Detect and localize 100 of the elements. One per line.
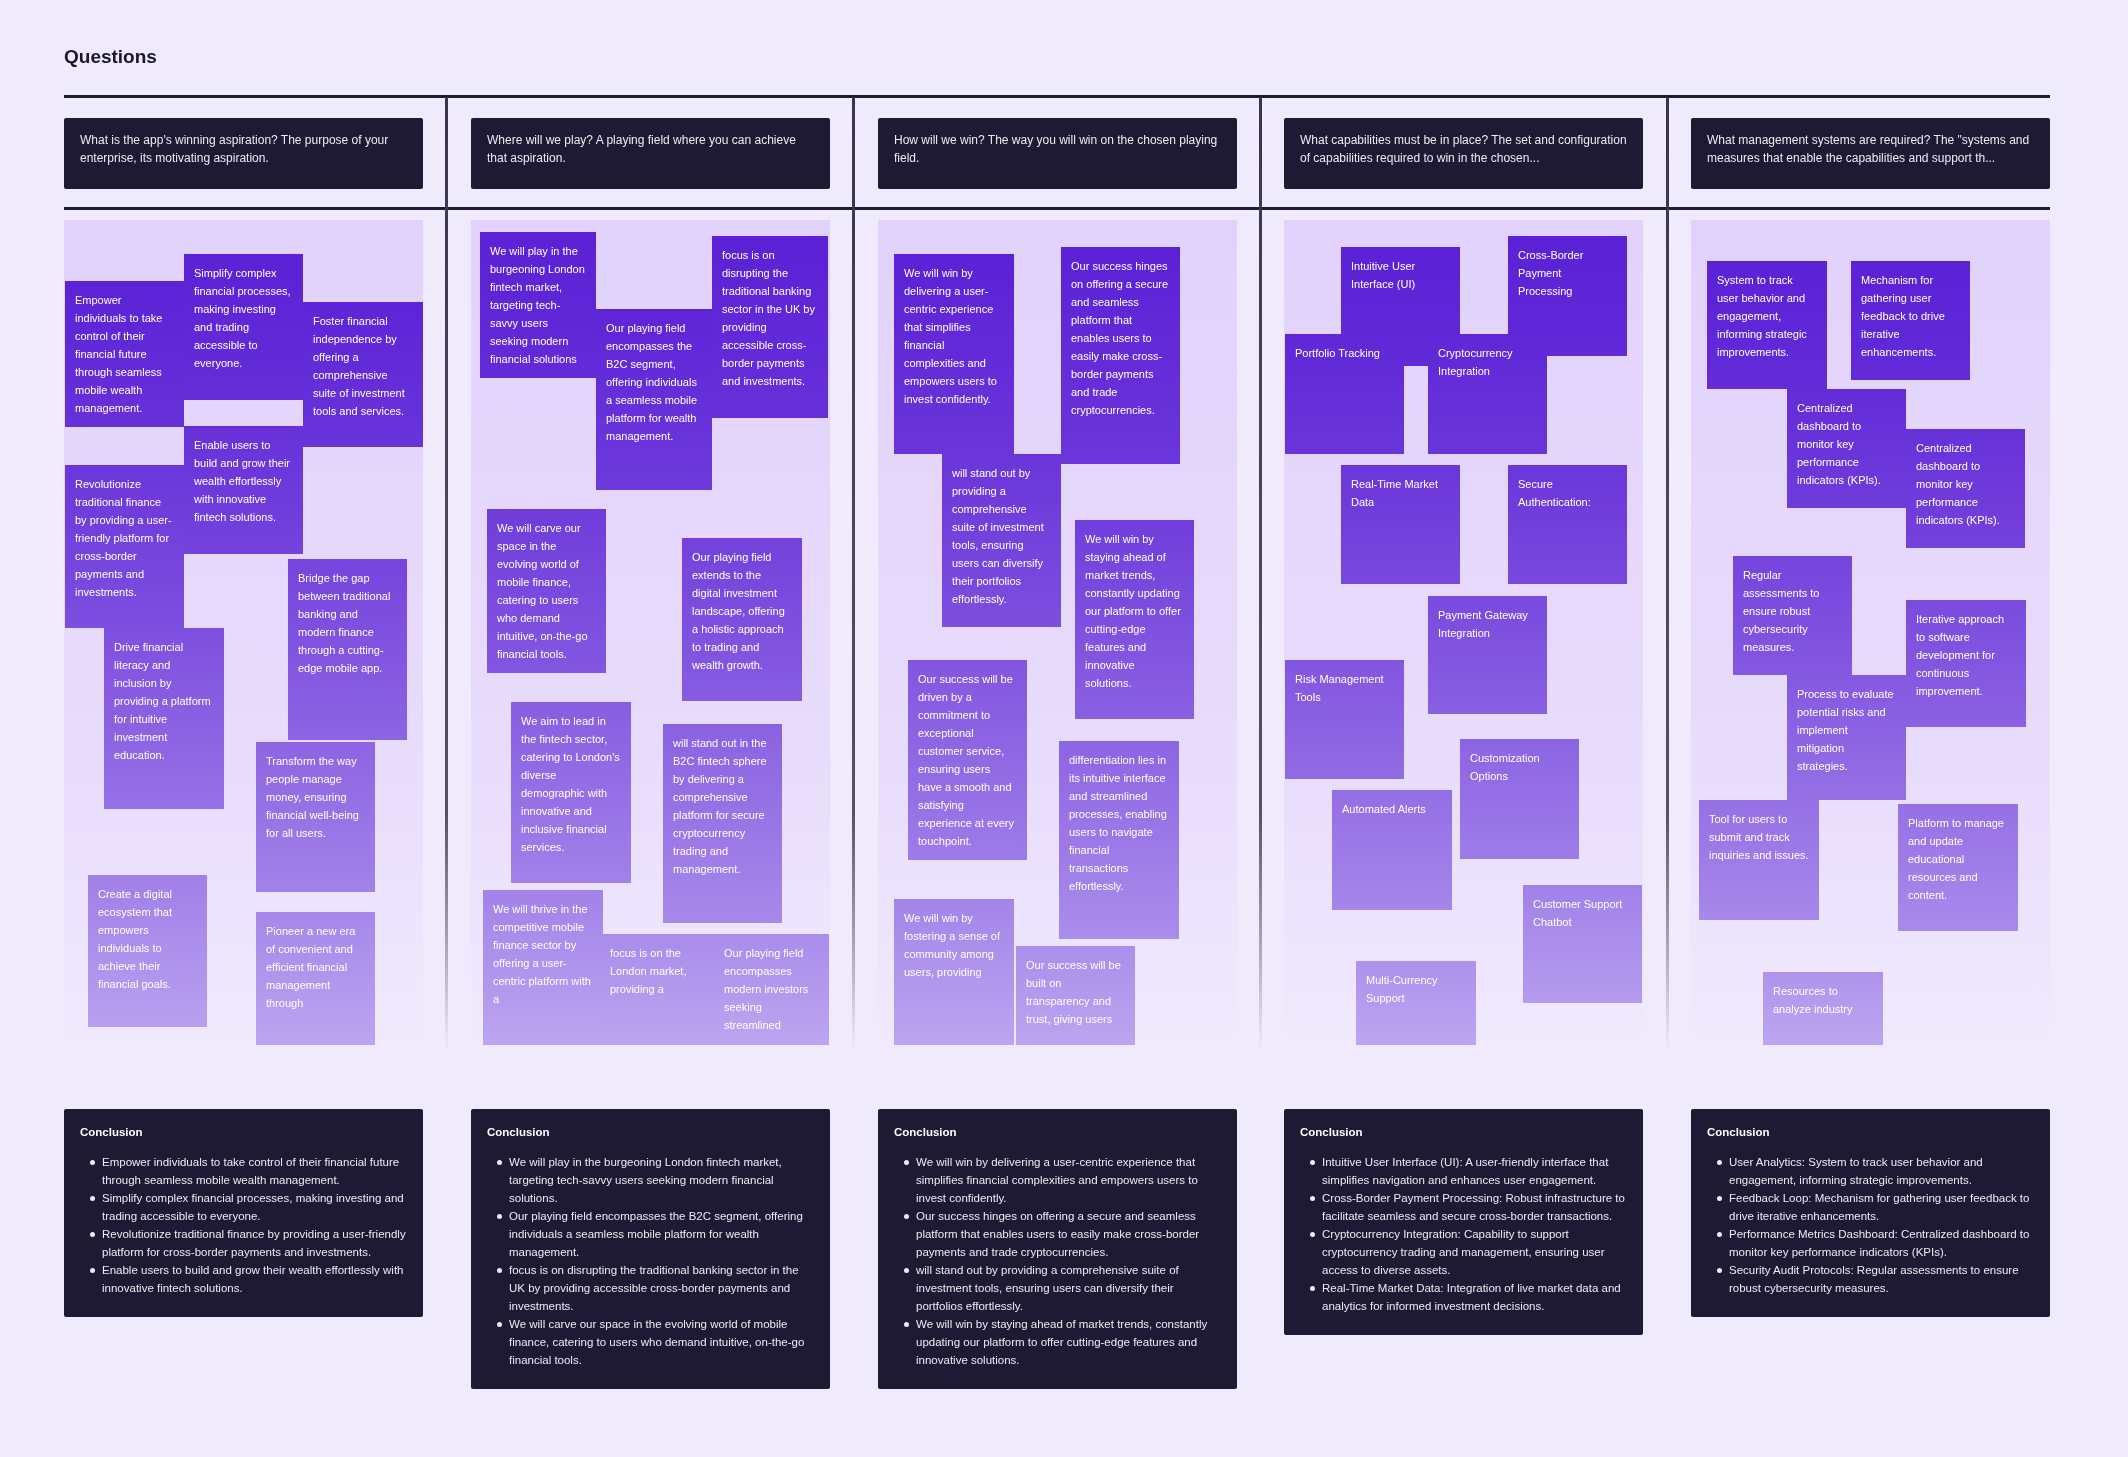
bullet-text: will stand out by providing a comprehensive suite of investment tools, ensuring users can diversify their portfolios effortlessly. — [916, 1263, 1180, 1314]
column-panel — [1691, 220, 2050, 1045]
sticky-note — [682, 538, 802, 701]
note-text: Our playing field encompasses modern investors seeking streamlined — [724, 946, 810, 1033]
question-text: Where will we play? A playing field where you can achieve that aspiration. — [487, 132, 797, 167]
sticky-note — [303, 302, 423, 447]
sticky-note — [712, 236, 828, 418]
note-text: We will win by staying ahead of market trends, constantly updating our platform to offer cutting-edge features and innovative solutions. — [1085, 532, 1182, 691]
bullet-text: We will win by delivering a user-centric experience that simplifies financial complexities and empowers users to invest confidently. — [916, 1155, 1199, 1206]
sticky-note — [256, 912, 375, 1045]
sticky-note — [1898, 804, 2018, 931]
note-text: will stand out by providing a comprehensive suite of investment tools, ensuring users can diversify their portfolios effortlessly. — [952, 466, 1045, 607]
note-text: We will play in the burgeoning London fintech market, targeting tech-savvy users seeking modern financial solutions — [490, 244, 586, 367]
note-text: Drive financial literacy and inclusion by providing a platform for intuitive investment education. — [114, 640, 212, 763]
card-heading: Conclusion — [487, 1125, 550, 1140]
card-heading: Conclusion — [1300, 1125, 1363, 1140]
note-text: Secure Authentication: — [1518, 477, 1592, 510]
sticky-note — [511, 702, 631, 883]
note-text: Automated Alerts — [1342, 802, 1427, 817]
note-text: Our success will be driven by a commitment to exceptional customer service, ensuring users have a smooth and satisfying experience at every touchpoint. — [918, 672, 1015, 849]
column-panel — [878, 220, 1237, 1045]
question-header — [1691, 118, 2050, 189]
note-text: Centralized dashboard to monitor key performance indicators (KPIs). — [1916, 441, 2001, 528]
note-text: focus is on the London market, providing a — [610, 946, 688, 997]
bullet-text: Revolutionize traditional finance by providing a user-friendly platform for cross-border payments and investments. — [102, 1227, 407, 1260]
note-text: Enable users to build and grow their wealth effortlessly with innovative fintech solutions. — [194, 438, 291, 525]
note-text: Bridge the gap between traditional banking and modern finance through a cutting-edge mobile app. — [298, 571, 392, 676]
question-text: How will we win? The way you will win on the chosen playing field. — [894, 132, 1219, 167]
note-text: We will thrive in the competitive mobile finance sector by offering a user-centric platform with a — [493, 902, 592, 1007]
sticky-note — [1016, 946, 1135, 1045]
sticky-note — [288, 559, 407, 740]
sticky-note — [1733, 556, 1852, 675]
sticky-note — [1285, 660, 1404, 779]
sticky-note — [1285, 334, 1404, 454]
sticky-note — [1428, 334, 1547, 454]
conclusion-card — [1284, 1109, 1643, 1335]
sticky-note — [663, 724, 782, 923]
sticky-note — [184, 426, 303, 554]
note-text: Centralized dashboard to monitor key performance indicators (KPIs). — [1797, 401, 1882, 488]
sticky-note — [1460, 739, 1579, 859]
sticky-note — [1906, 429, 2025, 548]
note-text: Customization Options — [1470, 751, 1541, 784]
bullet-text: Real-Time Market Data: Integration of live market data and analytics for informed investment decisions. — [1322, 1281, 1622, 1314]
sticky-note — [1075, 520, 1194, 719]
bullet-text: Security Audit Protocols: Regular assessments to ensure robust cybersecurity measures. — [1729, 1263, 2020, 1296]
note-text: Iterative approach to software development for continuous improvement. — [1916, 612, 2006, 699]
conclusion-card — [878, 1109, 1237, 1389]
bullet-text: Performance Metrics Dashboard: Centralized dashboard to monitor key performance indicators (KPIs). — [1729, 1227, 2031, 1260]
note-text: Our playing field extends to the digital investment landscape, offering a holistic approach to trading and wealth growth. — [692, 550, 786, 673]
sticky-note — [942, 454, 1061, 627]
question-header — [1284, 118, 1643, 189]
bullet-text: Our playing field encompasses the B2C segment, offering individuals a seamless mobile platform for wealth management. — [509, 1209, 804, 1260]
column-panel — [471, 220, 830, 1045]
note-text: Mechanism for gathering user feedback to drive iterative enhancements. — [1861, 273, 1946, 360]
note-text: Payment Gateway Integration — [1438, 608, 1529, 641]
note-text: Regular assessments to ensure robust cybersecurity measures. — [1743, 568, 1821, 655]
bullet-text: Cross-Border Payment Processing: Robust infrastructure to facilitate seamless and secure cross-border transactions. — [1322, 1191, 1626, 1224]
sticky-note — [894, 899, 1014, 1045]
note-text: We will carve our space in the evolving world of mobile finance, catering to users who demand intuitive, on-the-go financial tools. — [497, 521, 589, 662]
sticky-note — [104, 628, 224, 809]
note-text: Empower individuals to take control of their financial future through seamless mobile wealth management. — [75, 293, 164, 416]
question-header — [878, 118, 1237, 189]
note-text: Intuitive User Interface (UI) — [1351, 259, 1417, 292]
sticky-note — [908, 660, 1027, 860]
sticky-note — [483, 890, 603, 1045]
sticky-note — [1906, 600, 2026, 727]
note-text: Risk Management Tools — [1295, 672, 1385, 705]
bullet-text: Simplify complex financial processes, making investing and trading accessible to everyone. — [102, 1191, 405, 1224]
sticky-note — [1508, 465, 1627, 584]
sticky-note — [1851, 261, 1970, 380]
sticky-note — [714, 934, 829, 1045]
bullet-text: Enable users to build and grow their wealth effortlessly with innovative fintech solutions. — [102, 1263, 405, 1296]
sticky-note — [1699, 800, 1819, 920]
sticky-note — [65, 281, 184, 427]
note-text: will stand out in the B2C fintech sphere by delivering a comprehensive platform for secure cryptocurrency trading and management. — [673, 736, 768, 877]
bullet-text: We will carve our space in the evolving world of mobile finance, catering to users who demand intuitive, on-the-go financial tools. — [509, 1317, 806, 1368]
bullet-text: focus is on disrupting the traditional banking sector in the UK by providing accessible cross-border payments and investments. — [509, 1263, 800, 1314]
sticky-note — [487, 509, 606, 673]
bullet-text: Feedback Loop: Mechanism for gathering user feedback to drive iterative enhancements. — [1729, 1191, 2031, 1224]
question-text: What management systems are required? The "systems and measures that enable the capabilities and support th... — [1707, 132, 2031, 167]
sticky-note — [88, 875, 207, 1027]
bullet-text: We will win by staying ahead of market trends, constantly updating our platform to offer cutting-edge features and innovative solutions. — [916, 1317, 1209, 1368]
bullet-text: Cryptocurrency Integration: Capability to support cryptocurrency trading and management, ensuring user access to diverse assets. — [1322, 1227, 1606, 1278]
card-heading: Conclusion — [1707, 1125, 1770, 1140]
sticky-note — [1763, 972, 1883, 1045]
conclusion-card — [1691, 1109, 2050, 1317]
note-text: Foster financial independence by offering a comprehensive suite of investment tools and services. — [313, 314, 406, 419]
sticky-note — [1523, 885, 1642, 1003]
bullet-text: User Analytics: System to track user behavior and engagement, informing strategic improvements. — [1729, 1155, 1984, 1188]
note-text: Cryptocurrency Integration — [1438, 346, 1514, 379]
sticky-note — [1787, 389, 1906, 508]
note-text: focus is on disrupting the traditional banking sector in the UK by providing accessible cross-border payments and investments. — [722, 248, 816, 389]
column-panel — [1284, 220, 1643, 1045]
note-text: Create a digital ecosystem that empowers individuals to achieve their financial goals. — [98, 887, 173, 992]
note-text: Process to evaluate potential risks and implement mitigation strategies. — [1797, 687, 1895, 774]
note-text: Platform to manage and update educational resources and content. — [1908, 816, 2005, 903]
note-text: Pioneer a new era of convenient and efficient financial management through — [266, 924, 357, 1011]
conclusion-card — [471, 1109, 830, 1389]
note-text: Real-Time Market Data — [1351, 477, 1439, 510]
note-text: Transform the way people manage money, ensuring financial well-being for all users. — [266, 754, 360, 841]
